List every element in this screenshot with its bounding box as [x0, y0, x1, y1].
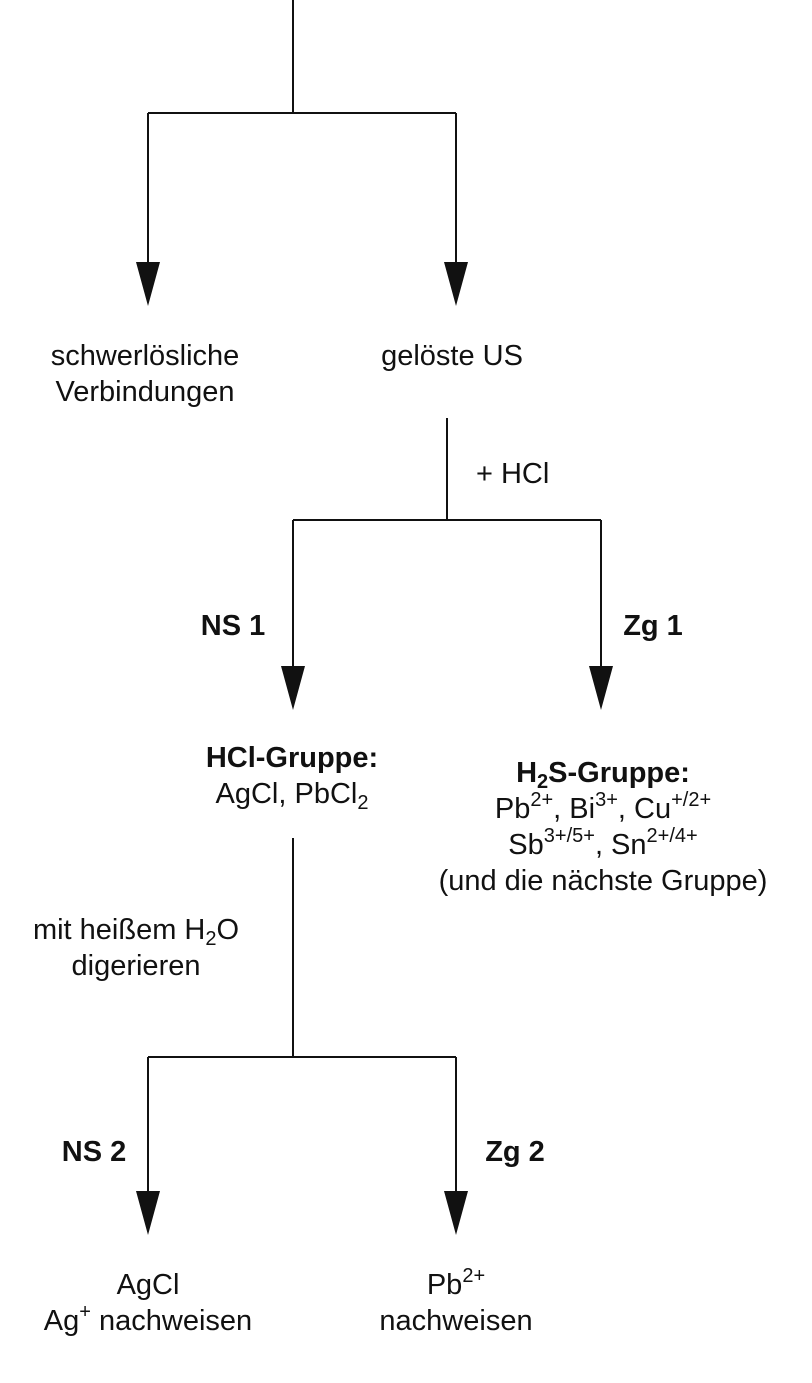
h2s-sb: Sb — [508, 829, 544, 861]
reagent-hot-water-rest: O — [216, 914, 240, 946]
arrowhead-zg2 — [444, 1191, 468, 1235]
zg2-text: Zg 2 — [485, 1136, 545, 1168]
result-pb-charge: 2+ — [462, 1265, 486, 1287]
reagent-hot-water-sub: 2 — [205, 928, 217, 950]
schwerloesliche-line2: Verbindungen — [55, 376, 235, 408]
branch-zg2: Zg 2 — [485, 1134, 545, 1170]
reagent-hcl: + HCl — [476, 456, 549, 492]
h2s-sb-charge: 3+/5+ — [543, 825, 595, 847]
result-ag-rest: nachweisen — [90, 1305, 253, 1337]
h2s-bi-charge: 3+ — [595, 789, 618, 811]
hcl-group-title: HCl-Gruppe: — [205, 742, 379, 774]
arrowhead-schwerloesliche — [136, 262, 160, 306]
result-pb: Pb2+ nachweisen — [379, 1265, 533, 1339]
hcl-group-box: HCl-Gruppe: AgCl, PbCl2 — [205, 740, 379, 814]
reagent-hot-water: mit heißem H2O digerieren — [33, 912, 239, 984]
h2s-sn-charge: 2+/4+ — [646, 825, 698, 847]
zg1-text: Zg 1 — [623, 610, 683, 642]
branch-zg1: Zg 1 — [623, 608, 683, 644]
h2s-row3: (und die nächste Gruppe) — [438, 865, 768, 897]
arrowhead-ns1 — [281, 666, 305, 710]
arrowhead-ns2 — [136, 1191, 160, 1235]
h2s-row2: Sb3+/5+, Sn2+/4+ — [439, 825, 768, 863]
hcl-members-sub: 2 — [357, 792, 369, 814]
reagent-hcl-text: + HCl — [476, 458, 550, 490]
h2s-group-box: H2S-Gruppe: Pb2+, Bi3+, Cu+/2+ Sb3+/5+, … — [439, 755, 768, 899]
result-pb-line2: nachweisen — [379, 1305, 533, 1337]
result-agcl-line1: AgCl — [116, 1269, 180, 1301]
label-geloeste-us: gelöste US — [381, 338, 523, 374]
h2s-title-h: H — [516, 757, 538, 789]
h2s-title-rest: S-Gruppe: — [548, 757, 690, 789]
h2s-bi: , Bi — [553, 793, 596, 825]
h2s-pb: Pb — [494, 793, 531, 825]
hcl-members-base: AgCl, PbCl — [215, 778, 358, 810]
result-pb-base: Pb — [426, 1269, 463, 1301]
arrowhead-zg1 — [589, 666, 613, 710]
result-ag-charge: + — [79, 1301, 91, 1323]
h2s-pb-charge: 2+ — [530, 789, 554, 811]
arrowhead-geloeste-us — [444, 262, 468, 306]
h2s-group-title: H2S-Gruppe: — [439, 755, 768, 793]
h2s-cu-charge: +/2+ — [671, 789, 712, 811]
result-agcl: AgCl Ag+ nachweisen — [44, 1267, 252, 1339]
reagent-hot-water-line1: mit heißem H2O — [32, 912, 240, 950]
h2s-cu: , Cu — [617, 793, 672, 825]
reagent-hot-water-line2: digerieren — [71, 950, 201, 982]
label-schwerloesliche-verbindungen: schwerlösliche Verbindungen — [51, 338, 240, 410]
ns1-text: NS 1 — [200, 610, 266, 642]
h2s-row1: Pb2+, Bi3+, Cu+/2+ — [439, 789, 768, 827]
ns2-text: NS 2 — [61, 1136, 127, 1168]
branch-ns1: NS 1 — [201, 608, 265, 644]
h2s-title-sub: 2 — [537, 771, 549, 793]
result-agcl-line2: Ag+ nachweisen — [43, 1301, 253, 1339]
branch-ns2: NS 2 — [62, 1134, 126, 1170]
schwerloesliche-line1: schwerlösliche — [50, 340, 240, 372]
result-pb-line1: Pb2+ — [379, 1265, 532, 1303]
geloeste-us-text: gelöste US — [381, 340, 523, 372]
hcl-group-members: AgCl, PbCl2 — [206, 776, 378, 814]
h2s-sn: , Sn — [594, 829, 647, 861]
result-ag-base: Ag — [43, 1305, 80, 1337]
reagent-hot-water-base: mit heißem H — [32, 914, 206, 946]
